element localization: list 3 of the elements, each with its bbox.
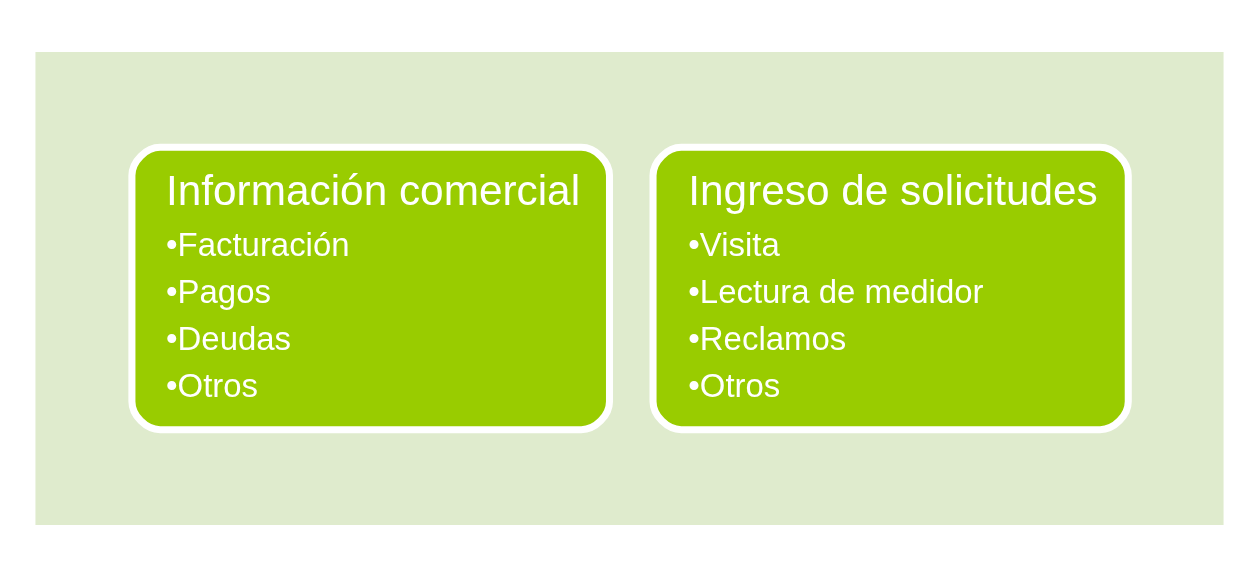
node-box: Información comercial •Facturación •Pagos •Deudas •Otros bbox=[128, 143, 614, 433]
node-box: Ingreso de solicitudes •Visita •Lectura de medidor •Reclamos •Otros bbox=[649, 143, 1132, 433]
cluster bbox=[35, 51, 1224, 525]
